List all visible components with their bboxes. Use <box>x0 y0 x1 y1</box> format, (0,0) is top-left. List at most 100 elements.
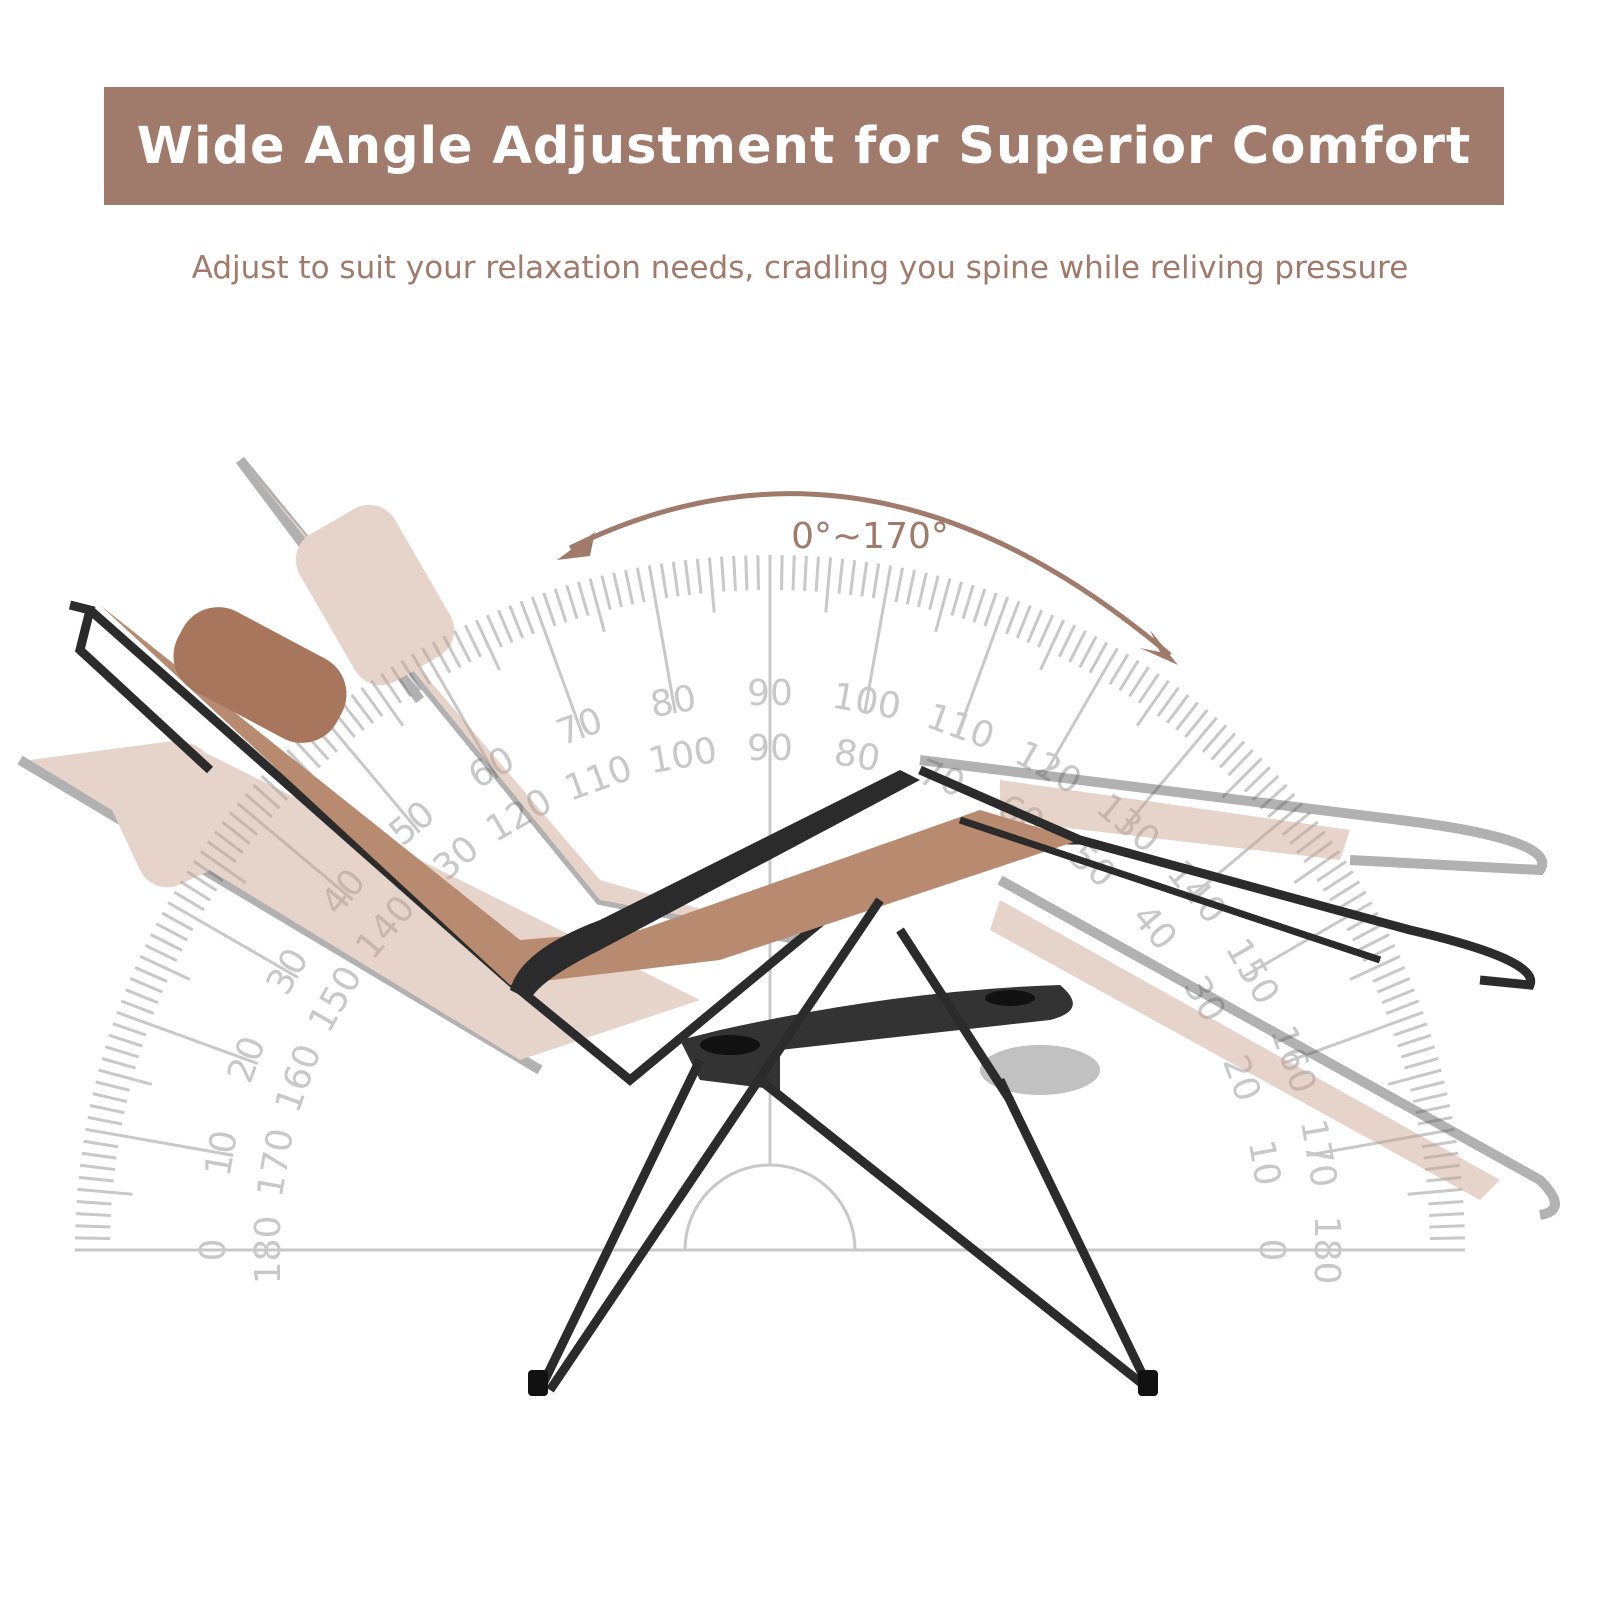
protractor-tick <box>104 1045 140 1059</box>
protractor-tick <box>75 1236 111 1240</box>
protractor-center-arc <box>683 1163 857 1251</box>
protractor-tick <box>1026 609 1043 644</box>
protractor-tick <box>1429 1212 1465 1217</box>
protractor-tick <box>139 954 191 981</box>
protractor-tick <box>340 701 365 731</box>
protractor-outer-label: 70 <box>551 700 608 754</box>
protractor-inner-label: 0 <box>1251 1239 1292 1262</box>
protractor-tick <box>120 999 155 1015</box>
protractor-tick <box>252 783 281 810</box>
protractor-tick <box>125 988 159 1005</box>
protractor-tick <box>244 792 273 819</box>
protractor-tick <box>116 1010 259 1066</box>
protractor-outer-label: 20 <box>220 1031 274 1088</box>
protractor-tick <box>635 567 646 603</box>
protractor-tick <box>294 740 321 769</box>
protractor-tick <box>671 561 680 597</box>
protractor-tick <box>1184 708 1209 739</box>
protractor-tick <box>1108 653 1130 686</box>
protractor-tick <box>1165 694 1190 724</box>
angle-range-label: 0°~170° <box>791 516 949 557</box>
protractor-tick <box>894 567 905 603</box>
protractor-tick <box>1037 614 1055 648</box>
protractor-tick <box>972 588 987 623</box>
protractor-tick <box>260 774 289 801</box>
page-title: Wide Angle Adjustment for Superior Comfo… <box>136 116 1472 176</box>
protractor-tick <box>1289 820 1319 845</box>
protractor-outer-label: 170 <box>1292 1116 1344 1191</box>
protractor-inner-label: 160 <box>268 1039 330 1118</box>
protractor-tick <box>519 600 535 635</box>
protractor-tick <box>1078 635 1098 668</box>
protractor-tick <box>814 556 820 592</box>
protractor-tick <box>1372 965 1406 983</box>
protractor-tick <box>1119 716 1218 834</box>
protractor-tick <box>1186 802 1304 901</box>
protractor-tick <box>791 555 796 591</box>
protractor-tick <box>553 588 568 623</box>
protractor-tick <box>1267 792 1296 819</box>
protractor-tick <box>173 890 206 912</box>
protractor-tick <box>1005 600 1021 635</box>
protractor-tick <box>961 584 975 620</box>
arrowhead-right-icon <box>1140 630 1178 665</box>
protractor-tick <box>1137 672 1160 704</box>
protractor-outer-label: 100 <box>829 676 904 728</box>
protractor-tick <box>1306 1127 1455 1157</box>
angle-range-arrow: 0°~170° <box>557 491 1178 665</box>
protractor-tick <box>87 1115 123 1126</box>
protractor-tick <box>837 558 845 594</box>
protractor-tick <box>1243 766 1271 793</box>
protractor-tick <box>695 558 703 594</box>
protractor-tick <box>928 575 940 610</box>
protractor-tick <box>1328 880 1361 902</box>
protractor-tick <box>150 933 183 952</box>
protractor-tick <box>1039 619 1066 671</box>
protractor-tick <box>1352 922 1385 942</box>
protractor-tick <box>1041 647 1119 779</box>
subtitle: Adjust to suit your relaxation needs, cr… <box>191 250 1409 286</box>
protractor-tick <box>144 943 178 963</box>
protractor-outer-label: 0 <box>193 1239 234 1262</box>
protractor-tick <box>683 559 692 596</box>
protractor-tick <box>905 569 916 605</box>
protractor-tick <box>659 563 669 599</box>
protractor-tick <box>1423 1151 1459 1160</box>
protractor-inner-label: 100 <box>646 730 721 782</box>
protractor-tick <box>1387 1068 1442 1086</box>
protractor-tick <box>228 811 259 836</box>
protractor-tick <box>322 716 421 834</box>
protractor-tick <box>934 578 952 633</box>
title-banner: Wide Angle Adjustment for Superior Comfo… <box>104 87 1504 205</box>
protractor-tick <box>75 1224 111 1229</box>
protractor-tick <box>530 596 586 739</box>
chair-ghost-footrests <box>919 755 1560 1220</box>
protractor-tick <box>98 1068 153 1086</box>
protractor-tick <box>155 922 188 942</box>
protractor-tick <box>75 1212 111 1217</box>
protractor-inner-label: 180 <box>248 1216 289 1285</box>
protractor-tick <box>1259 783 1288 810</box>
protractor-tick <box>76 1200 112 1206</box>
protractor-inner-label: 10 <box>1240 1137 1288 1189</box>
protractor-tick <box>77 1187 133 1196</box>
protractor-tick <box>81 1151 117 1160</box>
protractor-tick <box>474 619 501 671</box>
protractor-tick <box>871 563 881 599</box>
protractor-tick <box>1357 933 1390 952</box>
protractor-tick <box>1421 1139 1457 1149</box>
protractor-tick <box>1057 624 1077 658</box>
protractor-tick <box>186 870 218 892</box>
protractor-tick <box>221 820 251 845</box>
protractor-tick <box>950 581 964 616</box>
protractor-tick <box>108 1033 143 1048</box>
protractor-tick <box>1015 605 1032 639</box>
protractor-tick <box>112 1022 147 1037</box>
protractor-tick <box>179 880 212 902</box>
protractor-tick <box>624 569 635 605</box>
protractor-tick <box>390 666 412 698</box>
protractor-tick <box>1424 1163 1461 1172</box>
protractor-tick <box>1381 988 1415 1005</box>
protractor-tick <box>79 1163 116 1172</box>
